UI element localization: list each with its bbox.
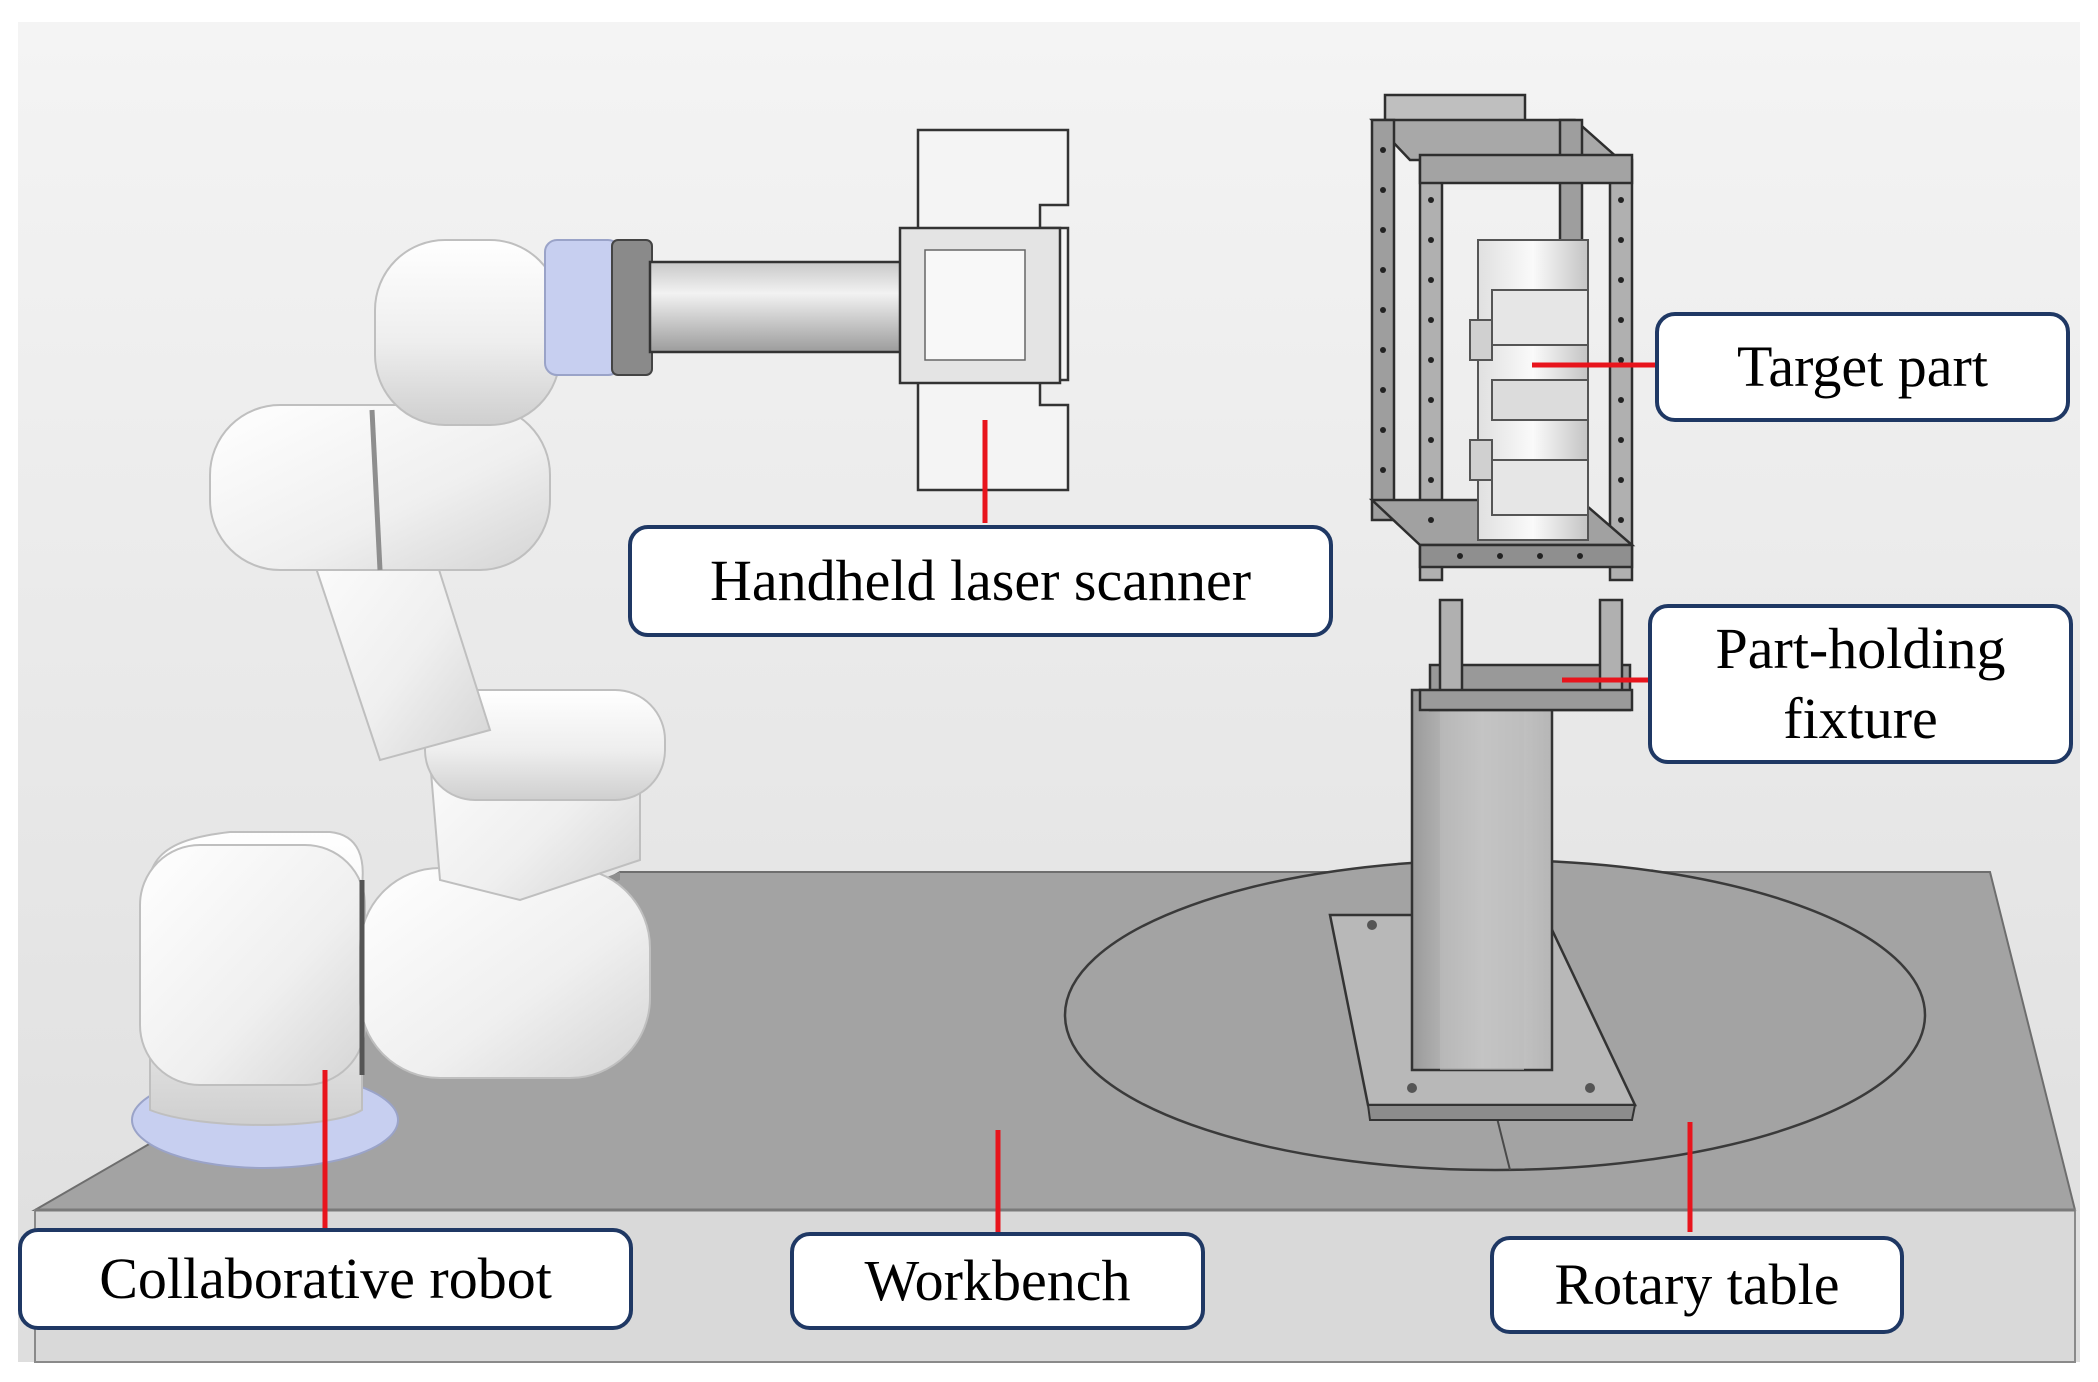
label-text: Target part [1737, 334, 1988, 400]
label-text: Collaborative robot [99, 1246, 552, 1312]
label-text: Rotary table [1554, 1252, 1840, 1318]
label-text-line1: Part-holding [1715, 616, 2006, 682]
scanner-assembly [648, 128, 1070, 492]
target-part [1469, 239, 1589, 541]
label-text: Workbench [864, 1248, 1131, 1314]
fixture-holes [1380, 147, 1624, 559]
label-target-part: Target part [1655, 312, 2070, 422]
fixture-stand [1328, 688, 1637, 1121]
label-workbench: Workbench [790, 1232, 1205, 1330]
scanner-tube [648, 260, 920, 354]
robot [131, 239, 666, 1169]
label-rotary-table: Rotary table [1490, 1236, 1904, 1334]
leader-lines [322, 362, 1693, 1232]
label-part-holding-fixture: Part-holding fixture [1648, 604, 2073, 764]
label-text-line2: fixture [1783, 686, 1938, 751]
label-text: Handheld laser scanner [709, 548, 1252, 614]
label-collaborative-robot: Collaborative robot [18, 1228, 633, 1330]
label-handheld-laser-scanner: Handheld laser scanner [628, 525, 1333, 637]
